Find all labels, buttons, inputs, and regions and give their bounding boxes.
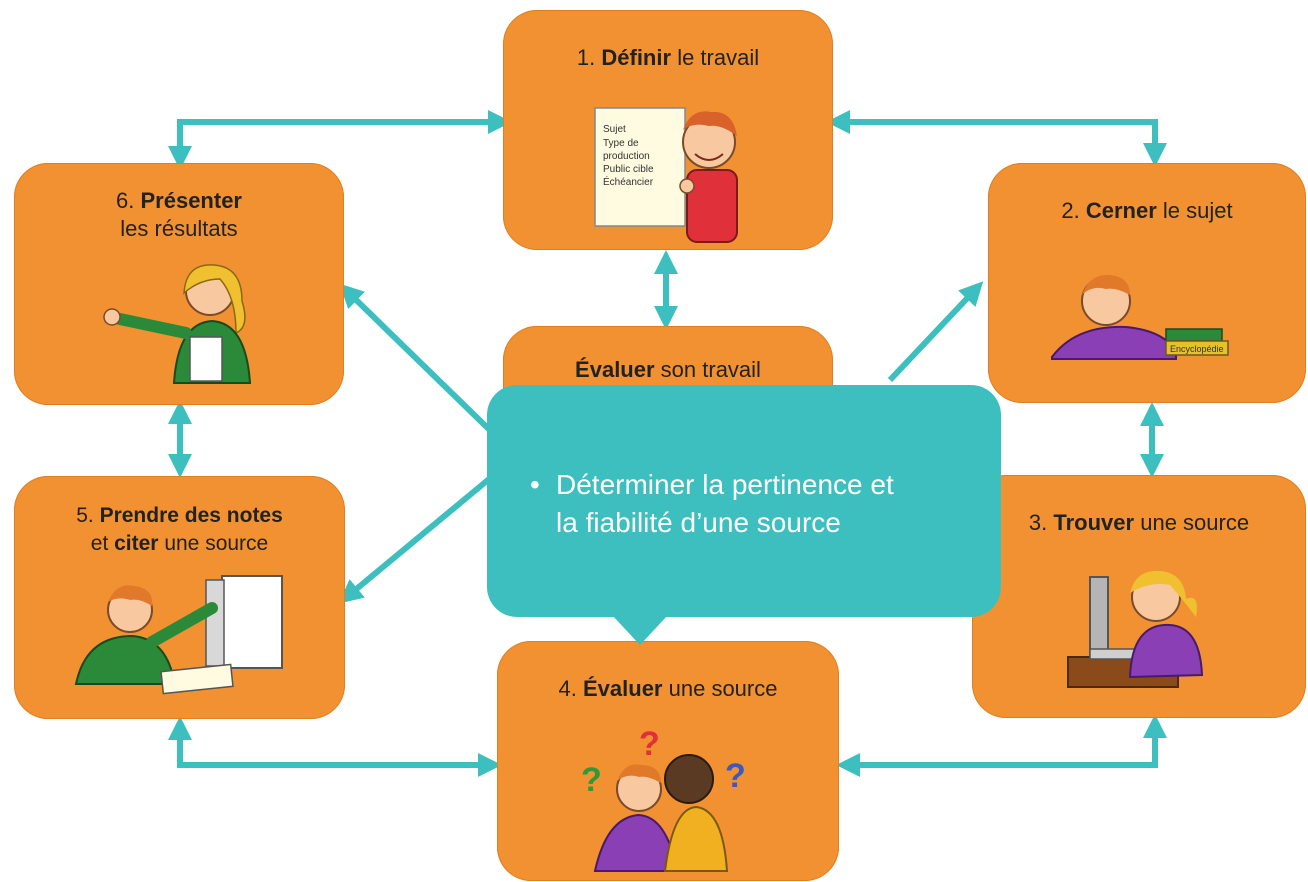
step-3-rest: une source: [1140, 510, 1250, 535]
paper-line-2: Type de: [603, 138, 639, 149]
step-1-rest: le travail: [677, 45, 760, 70]
presenter-illustration: [103, 264, 252, 384]
step-5-line-2: et citer une source: [14, 530, 345, 558]
step-1-verb: Définir: [601, 45, 672, 70]
step-4-rest: une source: [668, 676, 778, 701]
step-6-number: 6.: [116, 188, 135, 213]
step-1-number: 1.: [576, 45, 596, 70]
tooltip-bullet: •: [530, 469, 540, 500]
step-6-line-2: les résultats: [120, 216, 238, 241]
tooltip-text: • Déterminer la pertinence et la fiabili…: [530, 466, 970, 542]
step-5-verb: Prendre des notes: [99, 504, 283, 527]
step-3-number: 3.: [1028, 510, 1048, 535]
step-5-verb-2: citer: [114, 532, 159, 555]
step-6-line-1: 6. Présenter: [14, 187, 344, 215]
connector-center-5: [338, 467, 502, 604]
confused-students-illustration: ? ? ?: [581, 725, 746, 872]
step-6-verb: Présenter: [140, 188, 242, 213]
step-4-verb: Évaluer: [583, 676, 663, 701]
svg-text:?: ?: [639, 725, 660, 763]
tooltip-line-2: la fiabilité d’une source: [556, 507, 841, 538]
student-at-computer-illustration: [1067, 570, 1204, 688]
connector-1-6: [168, 110, 512, 170]
step-1-title: 1. Définir le travail: [503, 44, 833, 72]
tooltip-tail: [612, 615, 668, 645]
step-4-box: 4. Évaluer une source ? ? ?: [497, 641, 839, 881]
step-6-box: 6. Présenter les résultats: [14, 163, 344, 405]
teacher-with-paper-illustration: Sujet Type de production Public cible Éc…: [594, 107, 738, 243]
tooltip-line-1: Déterminer la pertinence et: [556, 469, 894, 500]
step-2-rest: le sujet: [1162, 198, 1233, 223]
step-2-title: 2. Cerner le sujet: [988, 197, 1306, 225]
connector-1-2: [826, 110, 1167, 167]
connector-5-4: [168, 716, 502, 777]
center-verb: Évaluer: [575, 357, 655, 382]
connector-center-2: [887, 281, 984, 383]
center-rest: son travail: [660, 357, 761, 382]
step-2-verb: Cerner: [1085, 198, 1157, 223]
step-1-box: 1. Définir le travail Sujet Type de prod…: [503, 10, 833, 250]
step-6-title: 6. Présenter les résultats: [14, 187, 344, 243]
paper-line-3: production: [603, 151, 650, 162]
step-2-box: 2. Cerner le sujet Encyclopédie: [988, 163, 1306, 403]
tooltip-callout: [487, 385, 1001, 617]
step-5-line-2-start: et: [90, 532, 109, 555]
center-title: Évaluer son travail: [503, 356, 833, 384]
svg-text:?: ?: [725, 757, 746, 795]
step-5-title: 5. Prendre des notes et citer une source: [14, 502, 345, 558]
step-3-title: 3. Trouver une source: [972, 509, 1306, 537]
paper-line-5: Échéancier: [603, 175, 654, 188]
step-3-verb: Trouver: [1053, 510, 1135, 535]
connector-4-3: [836, 714, 1167, 777]
step-5-line-1: 5. Prendre des notes: [14, 502, 345, 530]
step-5-box: 5. Prendre des notes et citer une source: [14, 476, 345, 719]
step-2-number: 2.: [1061, 198, 1080, 223]
step-5-number: 5.: [76, 504, 94, 527]
step-4-title: 4. Évaluer une source: [497, 675, 839, 703]
step-4-number: 4.: [558, 676, 577, 701]
svg-text:?: ?: [581, 761, 602, 799]
paper-line-4: Public cible: [603, 164, 654, 175]
step-3-box: 3. Trouver une source: [972, 475, 1306, 718]
book-label: Encyclopédie: [1170, 344, 1224, 354]
step-5-line-2-end: une source: [164, 532, 269, 555]
student-taking-notes-illustration: [74, 575, 283, 695]
paper-line-1: Sujet: [603, 124, 626, 135]
student-reading-illustration: Encyclopédie: [1051, 274, 1229, 360]
connector-center-6: [339, 283, 503, 443]
